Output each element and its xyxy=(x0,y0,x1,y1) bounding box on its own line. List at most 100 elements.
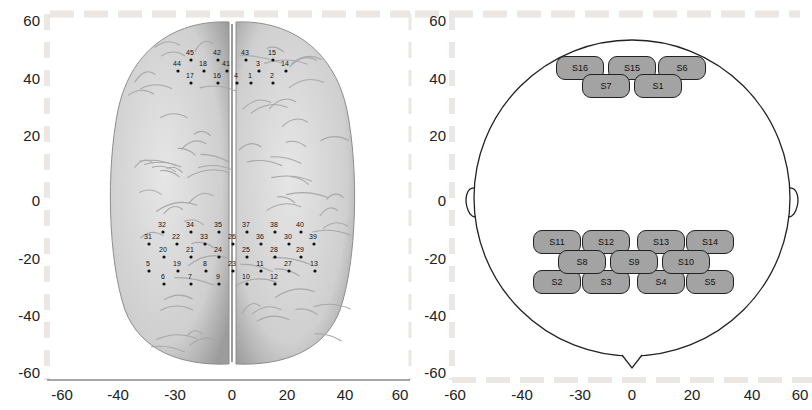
channel-number: 26 xyxy=(228,233,236,240)
channel-number: 38 xyxy=(270,221,278,228)
probe-label: S3 xyxy=(600,278,611,287)
channel-dot xyxy=(217,282,220,285)
channel-dot xyxy=(216,81,219,84)
channel-dot xyxy=(147,242,150,245)
channel-number: 27 xyxy=(284,260,292,267)
axis-tick-label: 60 xyxy=(23,13,40,28)
channel-number: 37 xyxy=(242,221,250,228)
channel-number: 45 xyxy=(186,49,194,56)
axis-tick-label: 60 xyxy=(392,387,409,402)
channel-dot xyxy=(147,269,150,272)
probe-label: S1 xyxy=(652,82,663,91)
channel-number: 5 xyxy=(146,260,150,267)
channel-number: 20 xyxy=(159,246,167,253)
channel-dot xyxy=(312,242,315,245)
channel-dot xyxy=(189,282,192,285)
axis-tick-label: 20 xyxy=(279,387,296,402)
channel-number: 12 xyxy=(270,273,278,280)
channel-dot xyxy=(176,269,179,272)
channel-number: 39 xyxy=(309,233,317,240)
channel-dot xyxy=(244,58,247,61)
channel-number: 21 xyxy=(186,246,194,253)
channel-dot xyxy=(287,242,290,245)
channel-dot xyxy=(202,69,205,72)
axis-tick-label: 0 xyxy=(438,193,446,208)
channel-number: 19 xyxy=(173,260,181,267)
channel-number: 32 xyxy=(158,221,166,228)
channel-number: 1 xyxy=(248,72,252,79)
channel-number: 2 xyxy=(270,72,274,79)
channel-dot xyxy=(299,255,302,258)
channel-dot xyxy=(175,242,178,245)
channel-number: 9 xyxy=(216,273,220,280)
channel-number: 3 xyxy=(256,60,260,67)
channel-number: 18 xyxy=(199,60,207,67)
probe-label: S11 xyxy=(549,238,564,247)
channel-dot xyxy=(203,242,206,245)
head-outline xyxy=(466,40,798,368)
probe-label: S4 xyxy=(655,278,666,287)
channel-dot xyxy=(245,255,248,258)
channel-dot xyxy=(231,269,234,272)
probe-box: S7 xyxy=(582,74,630,98)
channel-dot xyxy=(313,269,316,272)
axis-tick-label: -60 xyxy=(444,387,466,402)
channel-number: 24 xyxy=(214,246,222,253)
channel-number: 17 xyxy=(186,72,194,79)
probe-box: S1 xyxy=(634,74,682,98)
channel-number: 28 xyxy=(270,246,278,253)
channel-number: 15 xyxy=(268,49,276,56)
axis-tick-label: 20 xyxy=(23,128,40,143)
channel-number: 14 xyxy=(281,60,289,67)
probe-box: S8 xyxy=(558,250,606,274)
axis-tick-label: 60 xyxy=(792,387,809,402)
axis-tick-label: 40 xyxy=(23,71,40,86)
channel-dot xyxy=(189,255,192,258)
axis-tick-label: -60 xyxy=(18,365,40,380)
channel-dot xyxy=(259,269,262,272)
channel-number: 43 xyxy=(241,49,249,56)
channel-dot xyxy=(271,58,274,61)
axis-tick-label: 0 xyxy=(628,387,636,402)
axis-tick-label: -30 xyxy=(569,387,591,402)
channel-dot xyxy=(249,81,252,84)
channel-number: 8 xyxy=(203,260,207,267)
channel-dot xyxy=(245,230,248,233)
axis-tick-label: 0 xyxy=(228,387,236,402)
channel-dot xyxy=(217,255,220,258)
axis-tick-label: -40 xyxy=(424,308,446,323)
axis-tick-label: 60 xyxy=(429,13,446,28)
axis-tick-label: -60 xyxy=(424,365,446,380)
probe-label: S12 xyxy=(598,238,614,247)
channel-dot xyxy=(162,255,165,258)
axis-tick-label: -60 xyxy=(51,387,73,402)
axis-tick-label: 40 xyxy=(429,71,446,86)
channel-number: 6 xyxy=(161,273,165,280)
channel-dot xyxy=(245,282,248,285)
probe-box: S9 xyxy=(610,250,658,274)
probe-label: S5 xyxy=(704,278,715,287)
probe-label: S6 xyxy=(676,64,687,73)
channel-number: 33 xyxy=(200,233,208,240)
channel-number: 29 xyxy=(296,246,304,253)
probe-label: S16 xyxy=(572,64,588,73)
channel-dot xyxy=(235,81,238,84)
probe-label: S15 xyxy=(624,64,640,73)
probe-label: S13 xyxy=(653,238,669,247)
channel-dot xyxy=(216,58,219,61)
axis-tick-label: -40 xyxy=(511,387,533,402)
channel-number: 10 xyxy=(242,273,250,280)
channel-dot xyxy=(273,255,276,258)
channel-dot xyxy=(189,58,192,61)
axis-tick-label: 40 xyxy=(744,387,761,402)
channel-number: 23 xyxy=(228,260,236,267)
channel-dot xyxy=(259,242,262,245)
channel-number: 31 xyxy=(144,233,152,240)
channel-dot xyxy=(273,282,276,285)
channel-number: 25 xyxy=(242,246,250,253)
channel-dot xyxy=(231,242,234,245)
channel-number: 16 xyxy=(213,72,221,79)
axis-tick-label: 0 xyxy=(32,193,40,208)
axis-tick-label: 20 xyxy=(684,387,701,402)
